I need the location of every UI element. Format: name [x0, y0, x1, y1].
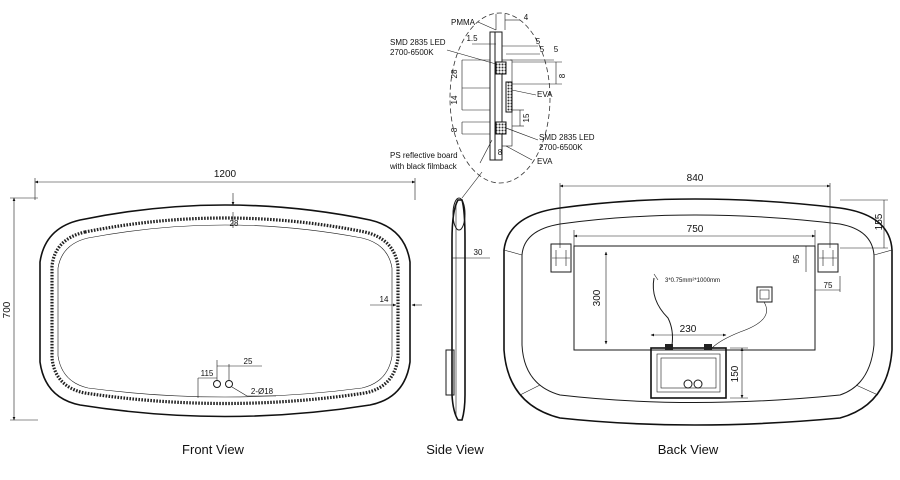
detail-dim-8-right: 8 [558, 73, 567, 78]
driver-box [650, 347, 727, 399]
detail-dim-4: 4 [524, 13, 529, 22]
detail-dim-8-bottom: 8 [498, 148, 503, 157]
detail-dim-5c: 5 [554, 45, 559, 54]
detail-led-bottom [495, 121, 507, 135]
detail-board-line2: with black filmback [389, 162, 458, 171]
detail-dim-8-left: 8 [450, 127, 459, 132]
detail-led-bottom-label: SMD 2835 LED [539, 133, 595, 142]
cable-spec-label: 3*0.75mm²*1000mm [665, 278, 720, 284]
detail-dim-28: 28 [450, 69, 459, 78]
driver-knob-left [683, 379, 693, 389]
detail-callout-circle [452, 197, 466, 231]
detail-eva-top-label: EVA [537, 90, 553, 99]
back-bracket-right [817, 243, 839, 273]
detail-eva-top [505, 81, 513, 113]
front-view-caption: Front View [182, 442, 245, 457]
back-box-width-dim: 230 [680, 324, 697, 335]
detail-led-top [495, 61, 507, 75]
front-view: 1200 700 28 14 25 115 2-Ø18 [2, 169, 422, 421]
back-height-155-dim: 155 [874, 213, 885, 230]
switch-hole-right [225, 380, 233, 388]
detail-pmma-label: PMMA [451, 18, 476, 27]
back-sensor [756, 286, 773, 303]
driver-knob-right [693, 379, 703, 389]
detail-dim-5a: 5 [536, 37, 541, 46]
front-side-inset-dim: 14 [380, 295, 389, 304]
front-top-inset-dim: 28 [230, 219, 239, 228]
driver-terminal-left [665, 344, 673, 350]
detail-board-line1: PS reflective board [390, 151, 458, 160]
detail-dim-1-5: 1.5 [466, 34, 478, 43]
switch-hole-left [213, 380, 221, 388]
front-outer-outline [39, 204, 411, 418]
back-box-height-dim: 150 [730, 365, 741, 382]
detail-eva-bottom-label: EVA [537, 157, 553, 166]
side-bracket [445, 349, 455, 396]
front-inner-outline [57, 224, 393, 398]
detail-led-top-label: SMD 2835 LED [390, 38, 446, 47]
detail-dim-14: 14 [450, 95, 459, 104]
side-thickness-dim: 30 [474, 248, 483, 257]
back-inner-outline [521, 214, 875, 403]
hole-offset-dim: 115 [201, 369, 214, 378]
driver-terminal-right [704, 344, 712, 350]
detail-dim-5b: 5 [540, 45, 545, 54]
front-led-band [50, 216, 400, 406]
back-height-95-dim: 95 [792, 254, 801, 263]
front-width-dim: 1200 [214, 169, 237, 180]
detail-dashed-ellipse [449, 12, 551, 184]
back-view-caption: Back View [658, 442, 719, 457]
back-inner-width-dim: 750 [687, 224, 704, 235]
detail-section: 4 PMMA 1.5 5 5 5 SMD 2835 LED 2700-6500K… [389, 12, 595, 184]
back-panel [573, 245, 816, 351]
detail-led-bottom-temp: 2700-6500K [539, 143, 583, 152]
back-bracket-left [550, 243, 572, 273]
hole-size-label: 2-Ø18 [251, 387, 274, 396]
back-width-dim: 840 [687, 173, 704, 184]
side-view-caption: Side View [426, 442, 484, 457]
back-view: 840 155 750 95 75 300 [503, 173, 893, 426]
hole-spacing-dim: 25 [244, 357, 253, 366]
back-width-75-dim: 75 [824, 281, 833, 290]
detail-dim-15: 15 [522, 113, 531, 122]
detail-led-top-temp: 2700-6500K [390, 48, 434, 57]
back-outer-outline [503, 198, 893, 426]
power-cable [652, 277, 673, 346]
back-height-300-dim: 300 [592, 289, 603, 306]
side-view: 30 [445, 171, 490, 421]
front-height-dim: 700 [2, 301, 13, 318]
